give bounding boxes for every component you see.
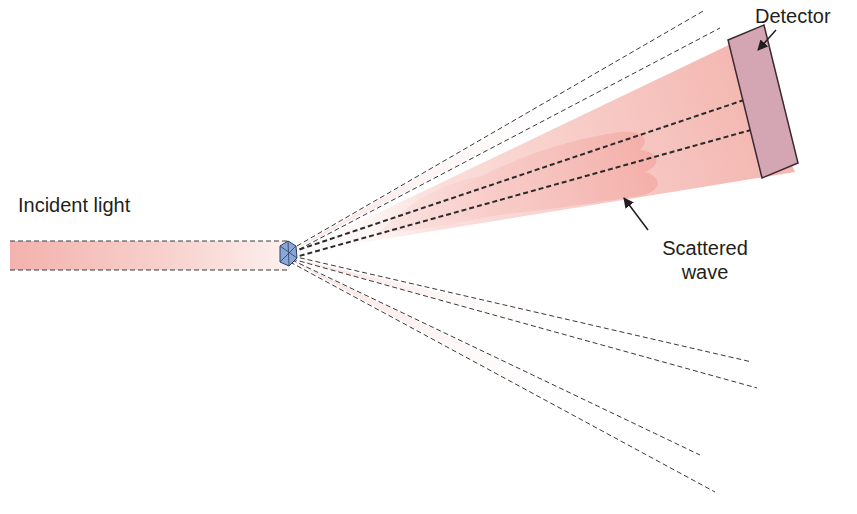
scatter-fan <box>290 260 715 492</box>
scattered-beam <box>292 42 795 254</box>
detector-plate <box>728 25 798 178</box>
diagram-label: Incident light <box>18 193 130 217</box>
crystal <box>280 241 297 266</box>
detector-rays <box>292 98 758 258</box>
ray-lines <box>290 10 757 492</box>
beam-edge <box>10 270 290 271</box>
leader-arrow <box>624 198 648 230</box>
incident-beam <box>10 241 290 270</box>
diagram-label: Detector <box>755 4 831 28</box>
wave-lobe <box>420 132 658 220</box>
beam-edge <box>10 241 290 242</box>
diagram-label: Scattered wave <box>655 236 755 284</box>
leader-arrow <box>758 30 776 50</box>
